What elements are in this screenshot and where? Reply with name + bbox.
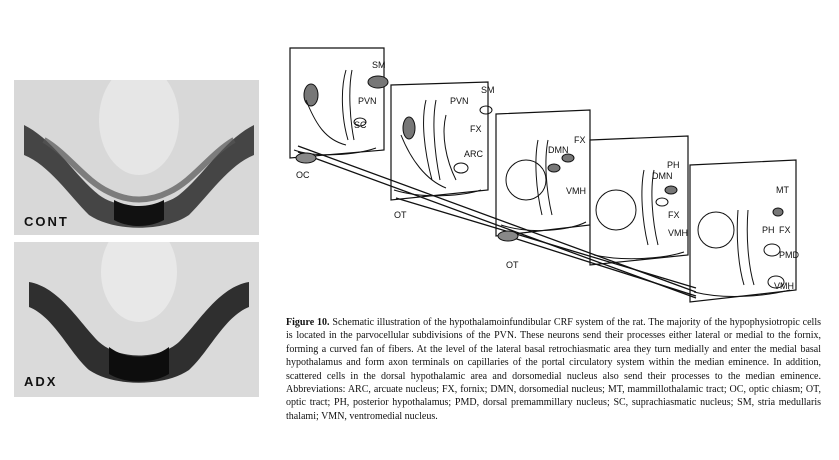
section-plate-2 — [390, 81, 489, 201]
label-fx-2: FX — [470, 124, 482, 134]
label-vmh-3: VMH — [566, 186, 586, 196]
label-fx-4: FX — [668, 210, 680, 220]
micrograph-adx: ADX — [14, 242, 259, 397]
control-label: CONT — [24, 214, 69, 229]
label-pvn-1: PVN — [358, 96, 377, 106]
label-fx-3: FX — [574, 135, 586, 145]
figure-caption: Figure 10. Schematic illustration of the… — [286, 316, 821, 423]
label-arc: ARC — [464, 149, 484, 159]
section-plate-5 — [689, 159, 797, 303]
section-plate-1 — [289, 47, 385, 159]
label-vmh-4: VMH — [668, 228, 688, 238]
label-pmd: PMD — [779, 250, 800, 260]
label-sc: SC — [354, 120, 367, 130]
label-sm-1: SM — [372, 60, 386, 70]
label-vmh-5: VMH — [774, 281, 794, 291]
caption-text: Schematic illustration of the hypothalam… — [286, 317, 821, 422]
micrograph-control-image — [14, 80, 259, 235]
plate-2-structures — [393, 99, 493, 197]
plate-3-structures — [497, 139, 587, 242]
plate-5-structures — [693, 207, 791, 297]
section-plate-3 — [495, 109, 591, 237]
micrograph-adx-image — [14, 242, 259, 397]
label-ot-2: OT — [394, 210, 407, 220]
label-sm-2: SM — [481, 85, 495, 95]
plate-1-structures — [293, 69, 389, 164]
micrograph-control: CONT — [14, 80, 259, 235]
label-ot-3: OT — [506, 260, 519, 270]
axon-lines — [297, 145, 697, 299]
label-oc: OC — [296, 170, 310, 180]
label-dmn-3: DMN — [548, 145, 569, 155]
label-ph-4: PH — [667, 160, 680, 170]
label-fx-5: FX — [779, 225, 791, 235]
plate-4-structures — [593, 169, 685, 260]
label-mt: MT — [776, 185, 789, 195]
hypothalamus-schematic: SM PVN SC OC PVN SM FX ARC OT FX DMN VMH… — [289, 47, 800, 303]
figure-label: Figure 10. — [286, 317, 330, 328]
label-ph-5: PH — [762, 225, 775, 235]
adx-label: ADX — [24, 374, 58, 389]
label-dmn-4: DMN — [652, 171, 673, 181]
label-pvn-2: PVN — [450, 96, 469, 106]
section-plate-4 — [589, 135, 689, 266]
